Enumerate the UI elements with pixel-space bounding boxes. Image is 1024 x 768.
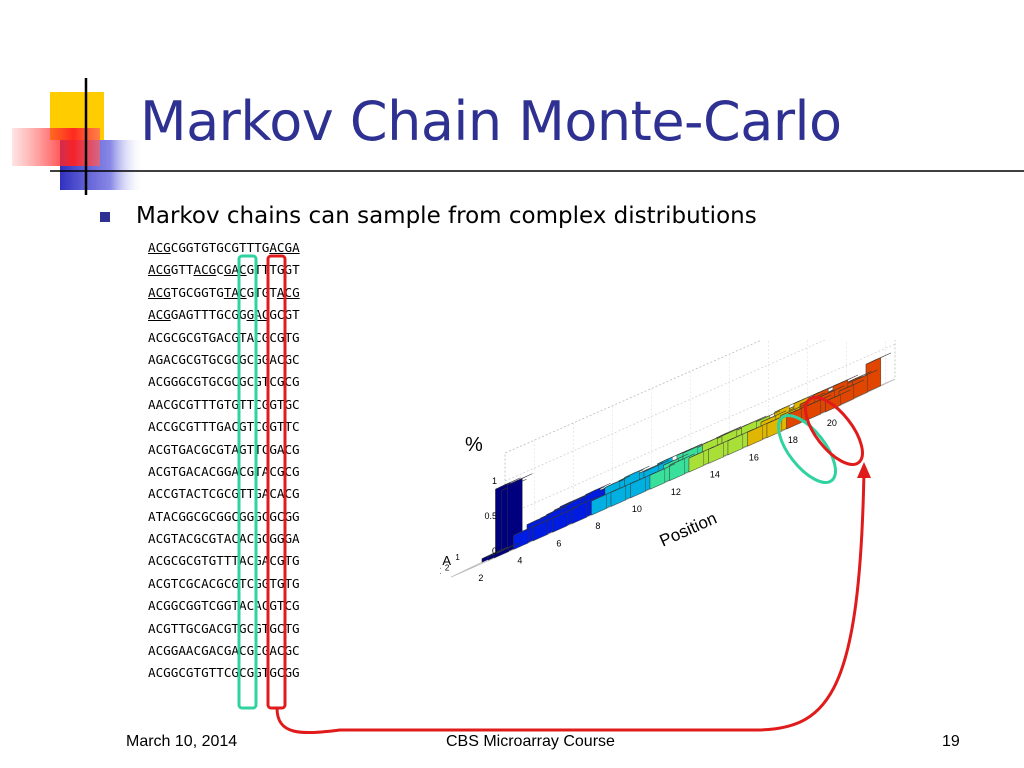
z-tick-label: 0.5	[484, 511, 497, 521]
x-tick-label: 10	[632, 504, 642, 514]
x-tick-label: 12	[671, 487, 681, 497]
sequence-row: ACGTCGCACGCGTCGGTGTG	[148, 575, 300, 591]
sequence-row: ACCGCGTTTGACGTCGGTTC	[148, 419, 300, 435]
x-tick-label: 16	[749, 452, 759, 462]
sequence-row: AGACGCGTGCGCGCGGACGC	[148, 351, 300, 367]
bar-top	[838, 379, 865, 392]
footer-date: March 10, 2014	[126, 733, 238, 750]
x-tick-label: 8	[595, 521, 600, 531]
sequence-row: ACGTACGCGTACACGCGGGA	[148, 531, 300, 547]
sequence-logo-chart: 00.51%2468101214161820PositionA1C2G3T4	[440, 340, 896, 583]
sequence-row: ACGGAGTTTGCGGGACGCGT	[148, 307, 300, 323]
bar-top	[852, 369, 878, 382]
bar-top	[688, 446, 715, 459]
x-axis-label: Position	[657, 509, 720, 551]
bar-top	[669, 453, 695, 466]
footer-course: CBS Microarray Course	[446, 733, 615, 750]
bar-top	[819, 385, 845, 398]
sequence-row: AACGCGTTTGTGTTCGGTGC	[148, 396, 300, 412]
bar-top	[865, 352, 892, 365]
sequence-row: ACGGTTACGCGACGTTTGGT	[148, 262, 300, 278]
sequence-row: ATACGGCGCGGCGGGCGCGG	[148, 508, 300, 524]
sequence-list: ACGCGGTGTGCGTTTGACGA ACGGTTACGCGACGTTTGGT…	[148, 237, 300, 685]
bar-top	[846, 371, 872, 383]
bar-top	[682, 441, 709, 454]
nucleotide-tick-label: 1	[455, 553, 460, 562]
z-tick-label: 1	[492, 476, 497, 486]
sequence-row: ACGGCGGTCGGTACACGTCG	[148, 598, 300, 614]
bar-top	[774, 400, 800, 413]
nucleotide-label: C	[440, 563, 441, 578]
x-tick-label: 20	[827, 418, 837, 428]
nucleotide-tick-label: 2	[445, 563, 450, 572]
sequence-row: ACGGGCGTGCGCGCGTCGCG	[148, 374, 300, 390]
sequence-row: ACGTTGCGACGTGCGTGCTG	[148, 620, 300, 636]
chart-gridline	[504, 340, 826, 482]
sequence-row: ACGCGCGTGACGTACGCGTG	[148, 329, 300, 345]
bar-top	[657, 452, 683, 464]
chart-gridline	[504, 343, 896, 517]
x-tick-label: 18	[788, 435, 798, 445]
bar-front	[852, 374, 868, 400]
x-tick-label: 6	[556, 538, 561, 548]
sequence-row: ACGTGCGGTGTACGTGTACG	[148, 284, 300, 300]
bullet-text: Markov chains can sample from complex di…	[136, 203, 757, 229]
z-tick-label: 0	[492, 546, 497, 556]
page-number: 19	[942, 733, 960, 750]
bar-top	[760, 410, 787, 423]
x-tick-label: 2	[478, 573, 483, 583]
sequence-row: ACGCGCGTGTTTACGACGTG	[148, 553, 300, 569]
bar-top	[663, 453, 689, 466]
sequence-row: ACGTGACGCGTAGTTCGACG	[148, 441, 300, 457]
sequence-row: ACGCGGTGTGCGTTTGACGA	[148, 240, 300, 255]
slide-title: Markov Chain Monte-Carlo	[140, 90, 842, 153]
bar-top	[780, 404, 806, 416]
x-tick-label: 14	[710, 470, 720, 480]
sequence-row: ACGGAACGACGACGCGACGC	[148, 643, 300, 659]
x-tick-label: 4	[517, 556, 522, 566]
sequence-row: ACGGCGTGTTCGCGGTGCGG	[148, 665, 300, 681]
z-axis-label: %	[465, 434, 483, 456]
bullet-square-icon	[100, 212, 110, 222]
sequence-row: ACCGTACTCGCGTTGACACG	[148, 486, 300, 502]
sequence-row: ACGTGACACGGACGTACGCG	[148, 463, 300, 479]
